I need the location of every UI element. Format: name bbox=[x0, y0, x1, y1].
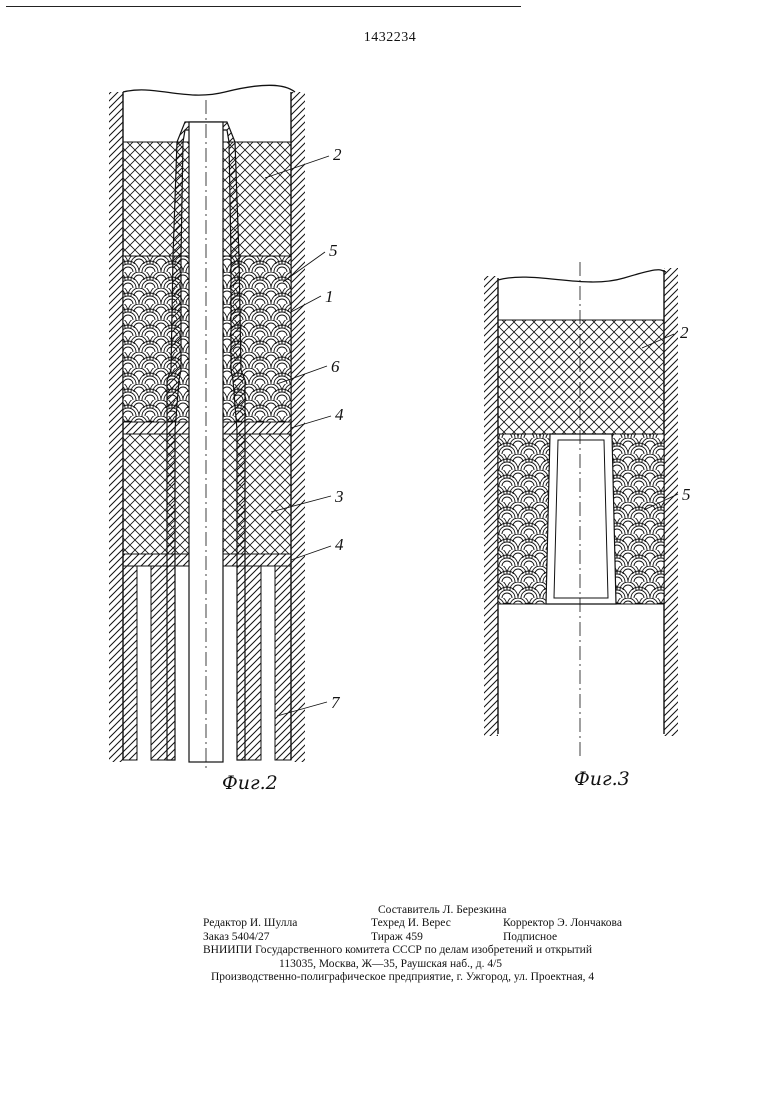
colophon-row-2: Редактор И. Шулла Техред И. Верес Коррек… bbox=[203, 917, 643, 930]
figure-3-drawing: 2 5 bbox=[484, 262, 691, 756]
techred: Техред И. Верес bbox=[371, 917, 451, 930]
colophon-row-6: Производственно-полиграфическое предприя… bbox=[203, 971, 643, 984]
top-rule bbox=[6, 6, 521, 7]
editor: Редактор И. Шулла bbox=[203, 917, 298, 930]
composer: Составитель Л. Березкина bbox=[378, 904, 507, 916]
fig2-callout-4b: 4 bbox=[335, 535, 344, 554]
colophon-row-5: 113035, Москва, Ж—35, Раушская наб., д. … bbox=[203, 958, 643, 971]
fig2-top-break bbox=[122, 84, 296, 96]
fig2-callout-6: 6 bbox=[331, 357, 340, 376]
printer: Производственно-полиграфическое предприя… bbox=[211, 970, 595, 983]
patent-number: 1432234 bbox=[363, 30, 417, 45]
figure-2-caption: Фиг.2 bbox=[222, 772, 278, 794]
colophon: Составитель Л. Березкина Редактор И. Шул… bbox=[203, 904, 643, 984]
address: 113035, Москва, Ж—35, Раушская наб., д. … bbox=[279, 957, 503, 970]
fig2-callout-3: 3 bbox=[334, 487, 344, 506]
fig2-callout-5: 5 bbox=[329, 241, 338, 260]
fig2-callout-1: 1 bbox=[325, 287, 334, 306]
fig2-callout-4a: 4 bbox=[335, 405, 344, 424]
colophon-row-1: Составитель Л. Березкина bbox=[203, 904, 643, 917]
fig3-callout-2: 2 bbox=[680, 323, 689, 342]
print-run: Тираж 459 bbox=[371, 930, 423, 943]
figure-3-caption: Фиг.3 bbox=[574, 768, 630, 790]
fig2-callout-2: 2 bbox=[333, 145, 342, 164]
fig3-callout-5: 5 bbox=[682, 485, 691, 504]
colophon-row-4: ВНИИПИ Государственного комитета СССР по… bbox=[203, 944, 643, 957]
figure-2-drawing: 2 5 1 6 4 3 4 7 bbox=[109, 84, 344, 770]
fig2-callout-7: 7 bbox=[331, 693, 341, 712]
order: Заказ 5404/27 bbox=[203, 930, 270, 943]
corrector: Корректор Э. Лончакова bbox=[503, 917, 622, 930]
institute: ВНИИПИ Государственного комитета СССР по… bbox=[203, 944, 592, 957]
fig3-top-break bbox=[497, 269, 667, 283]
colophon-row-3: Заказ 5404/27 Тираж 459 Подписное bbox=[203, 931, 643, 944]
subscription: Подписное bbox=[503, 930, 558, 943]
